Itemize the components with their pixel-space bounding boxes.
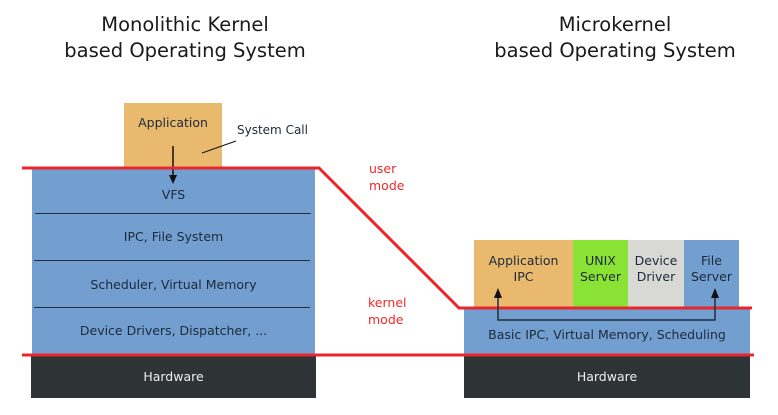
system-call-arrowhead — [169, 175, 177, 184]
monolithic-layer-drivers-label: Device Drivers, Dispatcher, ... — [79, 323, 268, 338]
microkernel-application-line1: Application — [488, 253, 559, 268]
ipc-arrowhead-application — [494, 288, 502, 298]
monolithic-divider-2 — [34, 260, 310, 261]
monolithic-divider-3 — [34, 307, 310, 308]
device-driver-box: Device Driver — [628, 240, 684, 309]
unix-server-line2: Server — [580, 269, 621, 284]
user-mode-line1: user — [369, 161, 397, 176]
monolithic-layer-scheduler: Scheduler, Virtual Memory — [32, 273, 315, 297]
microkernel-title-line1: Microkernel — [558, 13, 672, 36]
file-server-line2: Server — [691, 269, 732, 284]
user-mode-line2: mode — [369, 178, 405, 193]
microkernel-title-line2: based Operating System — [494, 39, 736, 62]
file-server-line1: File — [701, 253, 722, 268]
microkernel-kernel-box: Basic IPC, Virtual Memory, Scheduling — [464, 309, 750, 355]
monolithic-layer-vfs-label: VFS — [161, 187, 186, 202]
monolithic-layer-ipc-fs-label: IPC, File System — [123, 229, 224, 244]
kernel-mode-line2: mode — [368, 312, 404, 327]
monolithic-layer-scheduler-label: Scheduler, Virtual Memory — [90, 277, 257, 292]
monolithic-layer-vfs: VFS — [32, 183, 315, 207]
microkernel-application-box: Application IPC — [474, 240, 573, 309]
user-kernel-boundary — [22, 166, 752, 310]
monolithic-layer-drivers: Device Drivers, Dispatcher, ... — [32, 319, 315, 343]
monolithic-title: Monolithic Kernel based Operating System — [20, 12, 350, 64]
system-call-pointer — [201, 140, 237, 154]
ipc-arrowhead-file-server — [711, 288, 719, 298]
monolithic-kernel-block — [32, 169, 315, 355]
monolithic-layer-ipc-fs: IPC, File System — [32, 225, 315, 249]
monolithic-title-line2: based Operating System — [64, 39, 306, 62]
user-mode-label: user mode — [369, 160, 404, 194]
monolithic-hardware-label: Hardware — [143, 369, 204, 384]
microkernel-hardware-label: Hardware — [576, 369, 638, 384]
microkernel-title: Microkernel based Operating System — [450, 12, 778, 64]
device-driver-line1: Device — [634, 253, 678, 268]
ipc-arrow-path — [497, 297, 716, 321]
monolithic-application-label: Application — [138, 115, 208, 130]
monolithic-divider-1 — [35, 213, 311, 214]
microkernel-kernel-label: Basic IPC, Virtual Memory, Scheduling — [488, 327, 726, 342]
unix-server-box: UNIX Server — [573, 240, 628, 309]
microkernel-application-line2: IPC — [513, 269, 534, 284]
monolithic-hardware-box: Hardware — [31, 356, 316, 398]
kernel-mode-line1: kernel — [368, 295, 407, 310]
microkernel-hardware-box: Hardware — [464, 356, 750, 398]
system-call-label: System Call — [237, 123, 308, 137]
kernel-mode-label: kernel mode — [368, 294, 407, 328]
unix-server-line1: UNIX — [585, 253, 616, 268]
monolithic-title-line1: Monolithic Kernel — [101, 13, 269, 36]
device-driver-line2: Driver — [636, 269, 676, 284]
